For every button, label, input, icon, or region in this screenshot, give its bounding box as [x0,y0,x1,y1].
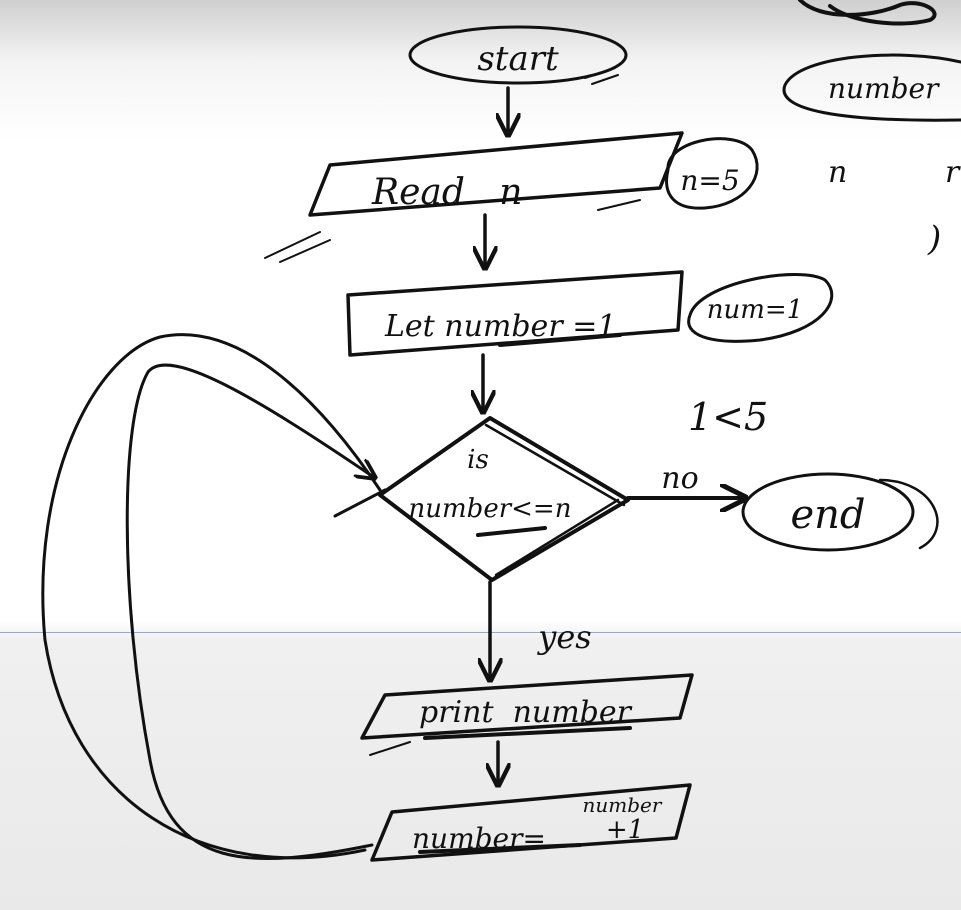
loop-back-arrow [41,333,387,861]
start-node: start [408,25,628,85]
decision-bottom-label: number<=n [409,494,572,524]
increment-node: number= number +1 [370,783,692,862]
print-node: print number [360,673,694,756]
end-label: end [790,492,865,538]
right-paren-label: ) [927,219,941,259]
condition-side-note: 1<5 [688,395,768,439]
init-node: Let number =1 [346,270,684,357]
init-note-bubble: num=1 [687,273,834,343]
read-note-bubble: n=5 [665,137,759,210]
no-branch: no [626,461,745,498]
increment-left-label: number= [412,822,546,855]
yes-label: yes [536,618,591,656]
no-label: no [661,461,698,496]
decision-top-label: is [467,445,489,475]
yes-branch: yes [490,580,592,680]
scribble-top-right [798,0,937,26]
right-n-label: n [828,155,847,190]
init-note-label: num=1 [707,295,803,325]
read-node: Read n [264,131,684,263]
end-node: end [741,472,939,552]
decision-node: is number<=n [378,416,630,582]
read-note-label: n=5 [680,164,739,197]
print-label: print number [419,695,633,730]
right-r-label: r [945,155,961,190]
right-edge-notes: number n r ) [782,53,961,259]
screen-divider-line [0,632,961,633]
increment-top-label: number [583,793,663,817]
start-label: start [477,39,559,79]
init-label: Let number =1 [384,309,616,344]
number-bubble-label: number [828,72,940,105]
read-label: Read n [371,172,522,213]
increment-bottom-label: +1 [606,815,644,845]
